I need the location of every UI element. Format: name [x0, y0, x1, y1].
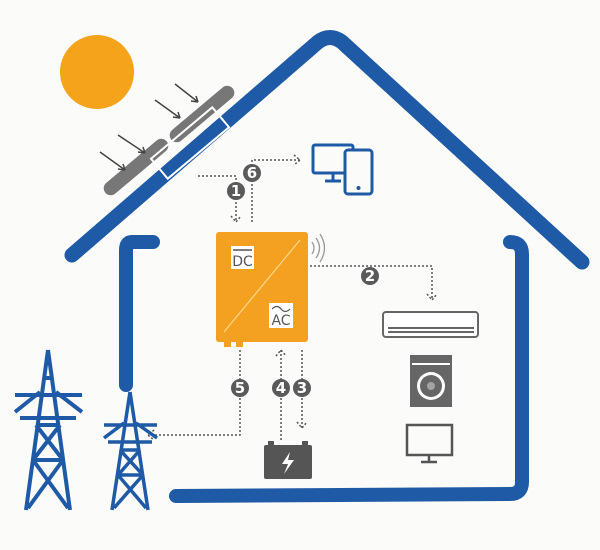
flow-badge-3: 3: [293, 379, 311, 397]
solar-panels-icon: [103, 85, 235, 196]
inverter-dc-label: DC: [232, 254, 253, 270]
power-pylon-large-icon: [13, 349, 84, 511]
house-left-wall: [119, 235, 160, 392]
svg-text:1: 1: [231, 182, 241, 200]
house-right-wall: [169, 235, 529, 503]
svg-text:2: 2: [365, 267, 375, 285]
flow-badge-2: 2: [361, 267, 379, 285]
flow-badge-5: 5: [231, 379, 249, 397]
wifi-signal-icon: [311, 233, 326, 263]
tv-icon: [405, 423, 454, 464]
inverter-ac-label: AC: [271, 313, 290, 329]
house-roof: [64, 30, 590, 270]
flow-badge-4: 4: [272, 379, 290, 397]
power-pylon-small-icon: [102, 391, 159, 511]
sunlight-arrows-icon: [99, 83, 199, 171]
inverter: DC AC: [216, 232, 326, 347]
air-conditioner-icon: [382, 311, 479, 338]
svg-text:6: 6: [247, 164, 257, 182]
phone-icon: [343, 148, 374, 196]
washing-machine-icon: [410, 355, 452, 407]
flow-badge-6: 6: [243, 164, 261, 182]
svg-text:3: 3: [297, 379, 307, 397]
sun-icon: [60, 35, 134, 109]
flow-badge-1: 1: [227, 182, 245, 200]
svg-text:5: 5: [235, 379, 245, 397]
svg-text:4: 4: [276, 379, 286, 397]
battery-icon: [264, 441, 312, 479]
